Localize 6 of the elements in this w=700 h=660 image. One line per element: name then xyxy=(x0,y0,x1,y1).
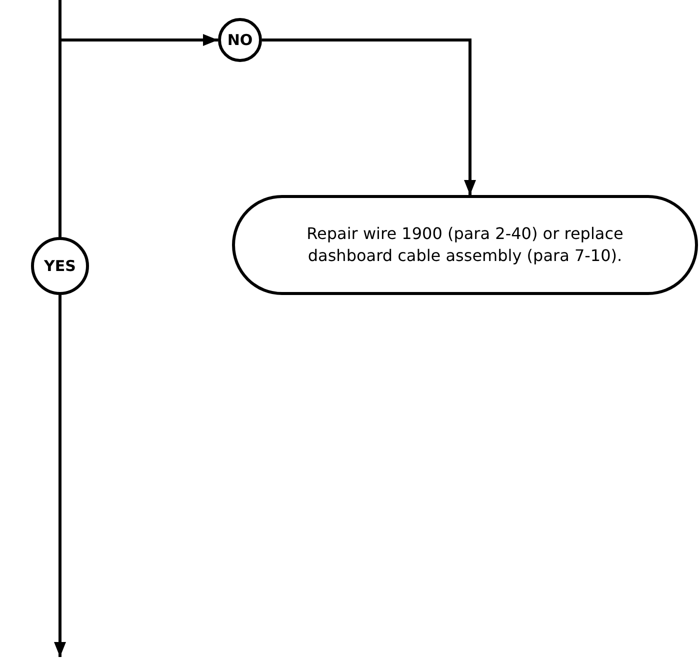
flow-arrow xyxy=(54,295,66,657)
decision-label: YES xyxy=(44,257,76,275)
decision-label: NO xyxy=(227,31,253,49)
instruction-text: Repair wire 1900 (para 2-40) or replace dashboard cable assembly (para 7-10). xyxy=(306,222,624,267)
decision-circle xyxy=(218,18,262,62)
flow-arrow xyxy=(262,38,476,195)
